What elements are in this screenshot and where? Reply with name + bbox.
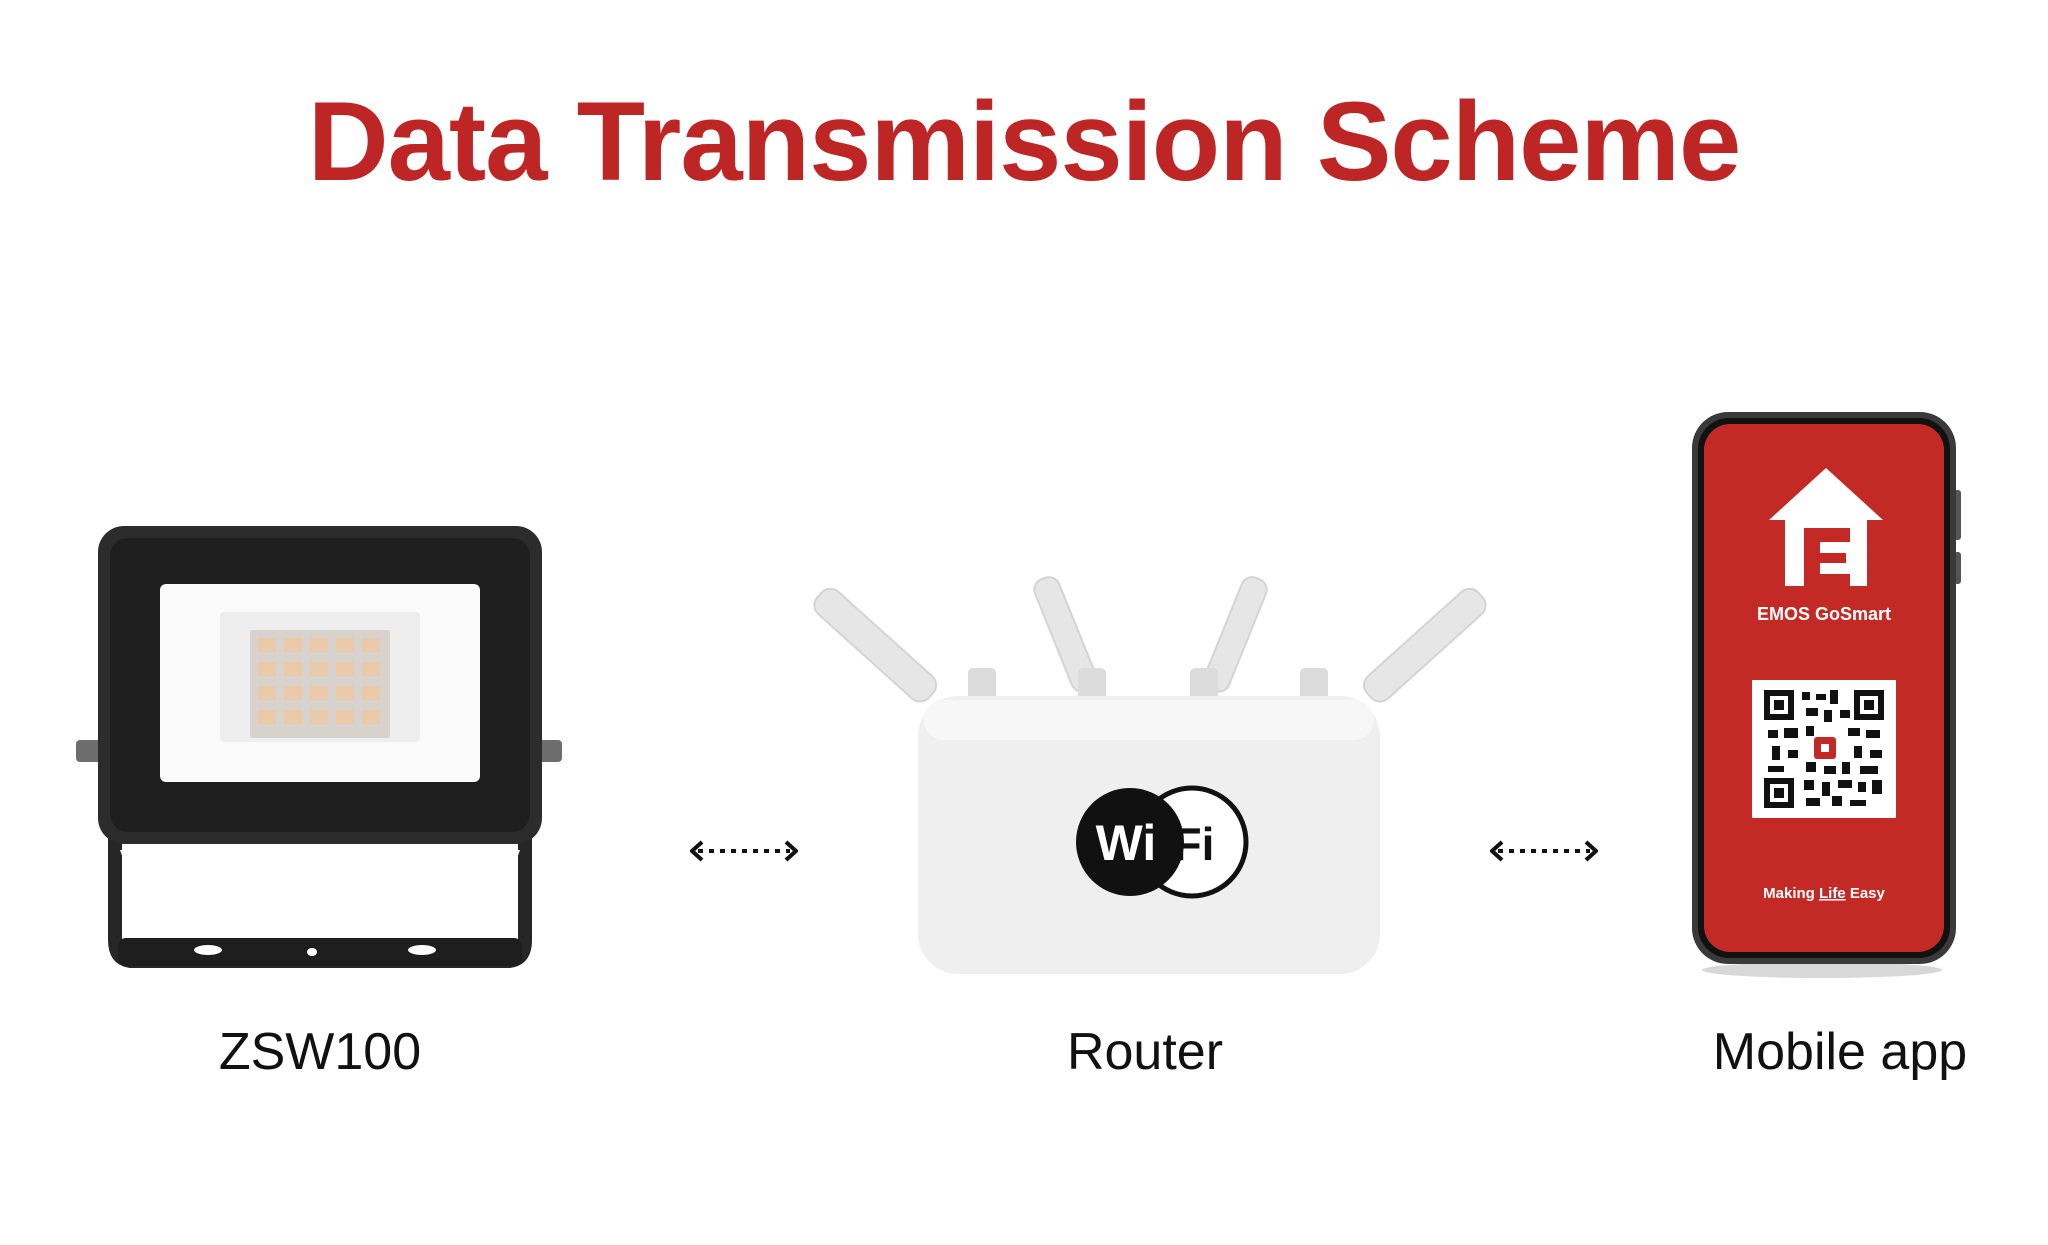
wifi-logo-right: Fi	[1174, 818, 1215, 870]
floodlight-label: ZSW100	[218, 1023, 422, 1081]
diagram-title: Data Transmission Scheme	[307, 79, 1742, 204]
app-name: EMOS GoSmart	[1757, 604, 1891, 624]
app-tagline: Making Life Easy	[1763, 885, 1885, 902]
wifi-logo-icon: Wi Fi	[1076, 785, 1249, 899]
router-icon	[813, 576, 1487, 974]
link-arrow-floodlight-router	[690, 840, 798, 862]
phone-label: Mobile app	[1712, 1023, 1968, 1081]
link-arrow-router-phone	[1490, 840, 1598, 862]
router-label: Router	[1066, 1023, 1224, 1081]
floodlight-icon	[76, 526, 562, 968]
wifi-logo-left: Wi	[1096, 815, 1157, 871]
smartphone-icon: EMOS GoSmart Making Life Easy	[1692, 412, 1961, 978]
